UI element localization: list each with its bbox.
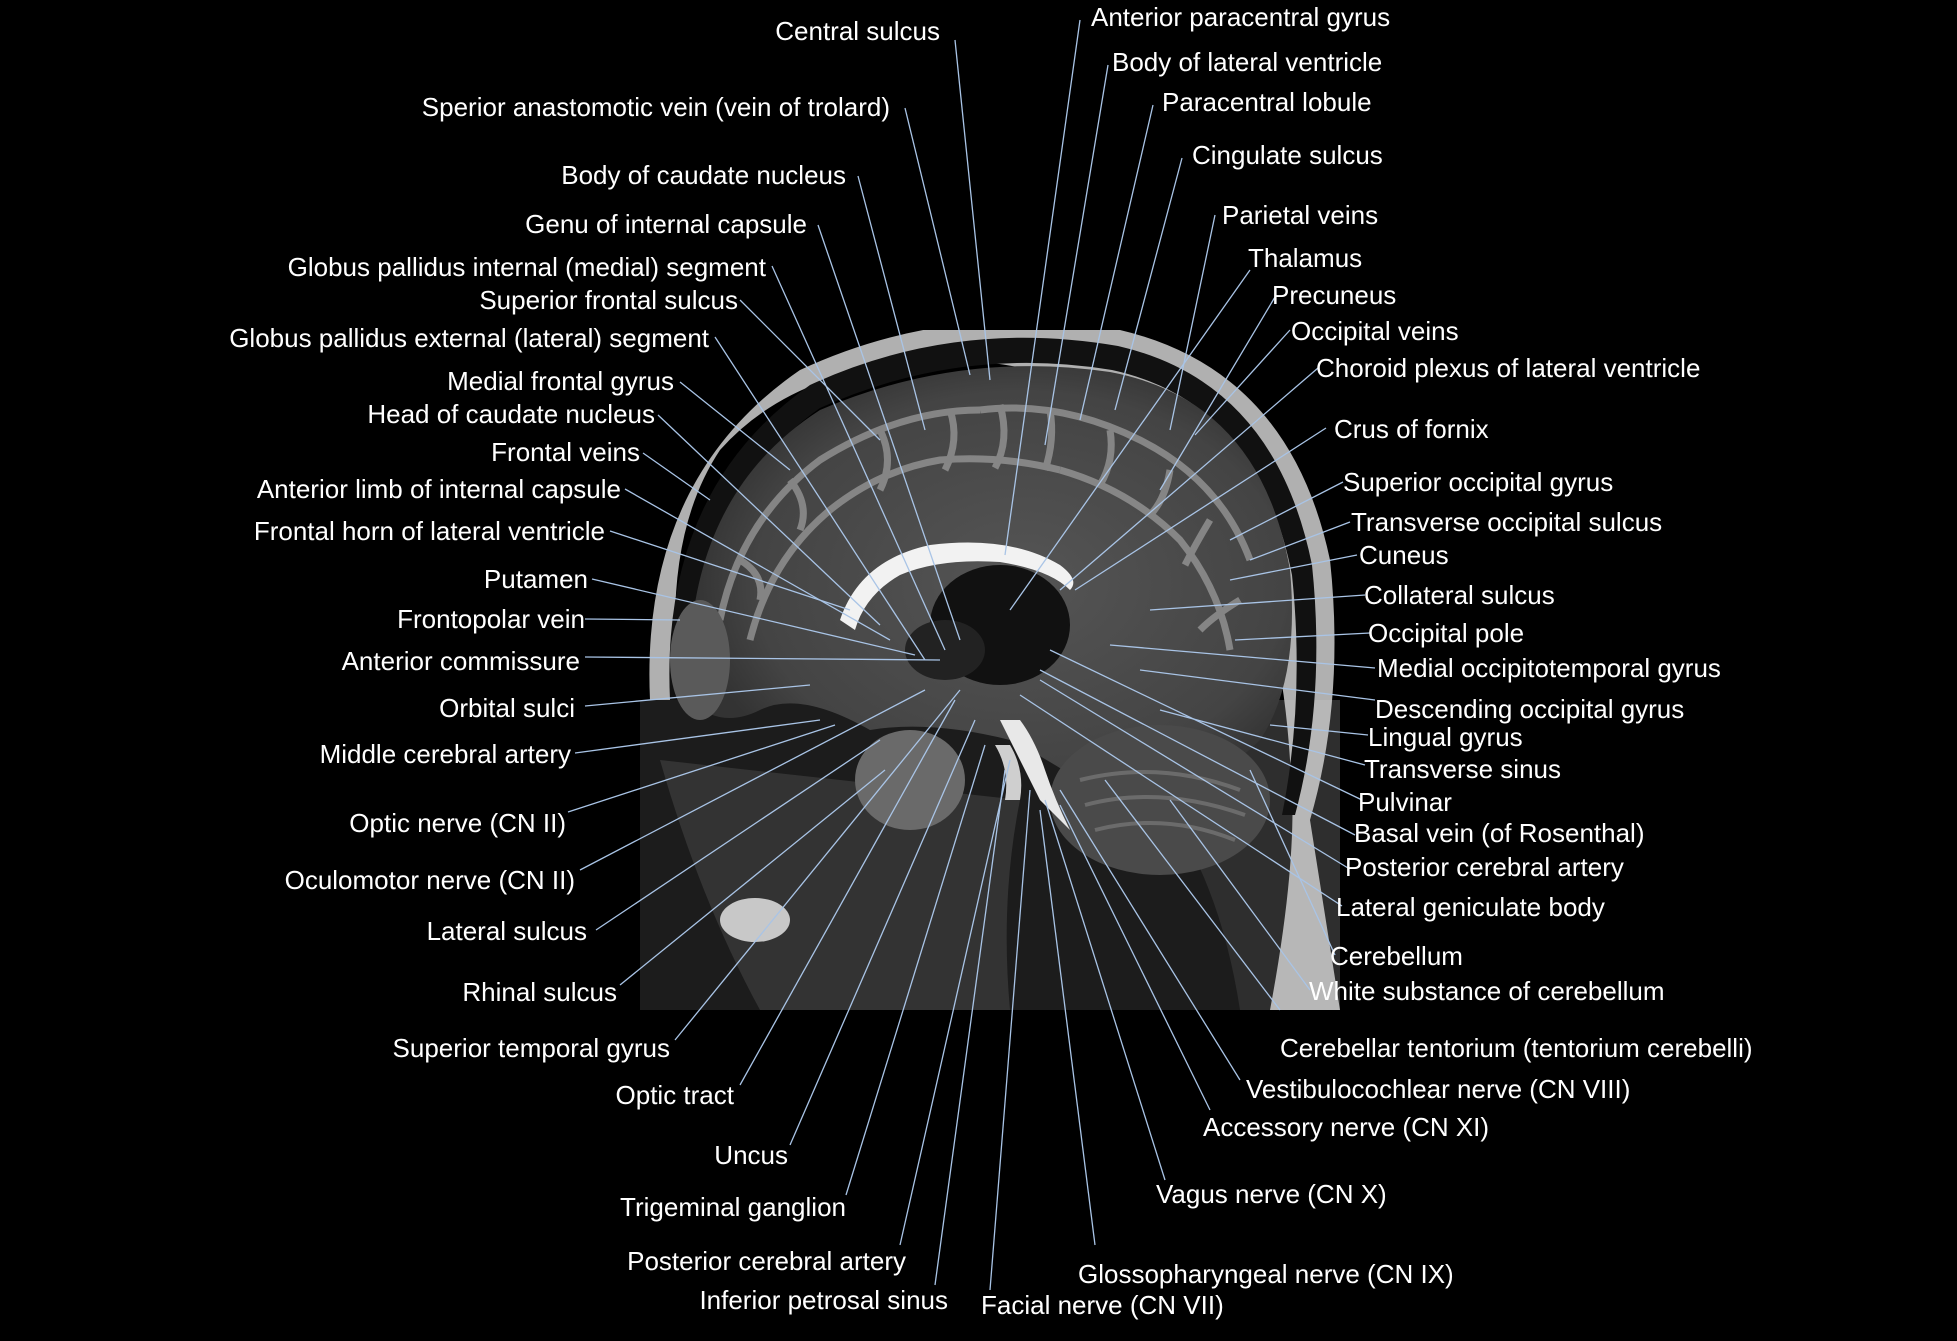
lateral-ventricle (840, 542, 1074, 630)
label-anterior-commissure: Anterior commissure (341, 646, 580, 676)
label-glossopharyngeal-nerve: Glossopharyngeal nerve (CN IX) (1078, 1259, 1454, 1289)
label-precuneus: Precuneus (1272, 280, 1397, 310)
cistern-csf (1000, 720, 1070, 830)
label-facial-nerve: Facial nerve (CN VII) (981, 1290, 1224, 1320)
label-parietal-veins: Parietal veins (1222, 200, 1379, 230)
leader-lines (567, 19, 1376, 1291)
label-anterior-limb-internal-capsule: Anterior limb of internal capsule (256, 474, 621, 504)
label-inferior-petrosal-sinus: Inferior petrosal sinus (699, 1285, 948, 1315)
label-vagus-nerve: Vagus nerve (CN X) (1156, 1179, 1387, 1209)
label-optic-tract: Optic tract (615, 1080, 734, 1110)
label-collateral-sulcus: Collateral sulcus (1364, 580, 1555, 610)
label-head-of-caudate-nucleus: Head of caudate nucleus (367, 399, 655, 429)
label-trigeminal-ganglion: Trigeminal ganglion (620, 1192, 846, 1222)
cerebellum-mass (1050, 725, 1270, 875)
label-frontal-veins: Frontal veins (491, 437, 640, 467)
label-globus-pallidus-external: Globus pallidus external (lateral) segme… (229, 323, 709, 353)
cortical-gyri (716, 404, 1254, 651)
csf-streak (995, 745, 1022, 800)
label-body-of-caudate-nucleus: Body of caudate nucleus (561, 160, 846, 190)
label-occipital-veins: Occipital veins (1291, 316, 1459, 346)
label-accessory-nerve: Accessory nerve (CN XI) (1203, 1112, 1490, 1142)
label-superior-frontal-sulcus: Superior frontal sulcus (479, 285, 738, 315)
label-crus-of-fornix: Crus of fornix (1334, 414, 1489, 444)
label-rhinal-sulcus: Rhinal sulcus (462, 977, 617, 1007)
frontal-pole (670, 600, 730, 720)
label-paracentral-lobule: Paracentral lobule (1162, 87, 1372, 117)
label-anterior-paracentral-gyrus: Anterior paracentral gyrus (1091, 2, 1391, 32)
label-uncus: Uncus (714, 1140, 788, 1170)
label-pulvinar: Pulvinar (1358, 787, 1452, 817)
label-descending-occipital-gyrus: Descending occipital gyrus (1375, 694, 1685, 724)
label-lateral-geniculate-body: Lateral geniculate body (1336, 892, 1605, 922)
label-white-substance-of-cerebellum: White substance of cerebellum (1309, 976, 1665, 1006)
orbit-bright (720, 898, 790, 942)
label-lingual-gyrus: Lingual gyrus (1368, 722, 1523, 752)
label-cerebellar-tentorium: Cerebellar tentorium (tentorium cerebell… (1280, 1033, 1753, 1063)
label-orbital-sulci: Orbital sulci (439, 693, 575, 723)
label-cingulate-sulcus: Cingulate sulcus (1192, 140, 1383, 170)
label-central-sulcus: Central sulcus (775, 16, 940, 46)
label-superior-anastomotic-vein: Sperior anastomotic vein (vein of trolar… (421, 92, 890, 122)
label-posterior-cerebral-artery-left: Posterior cerebral artery (627, 1246, 906, 1276)
label-occipital-pole: Occipital pole (1368, 618, 1525, 648)
label-cerebellum: Cerebellum (1330, 941, 1463, 971)
label-frontopolar-vein: Frontopolar vein (397, 604, 585, 634)
label-globus-pallidus-internal: Globus pallidus internal (medial) segmen… (287, 252, 766, 282)
label-medial-occipitotemporal-gyrus: Medial occipitotemporal gyrus (1377, 653, 1721, 683)
label-superior-temporal-gyrus: Superior temporal gyrus (392, 1033, 670, 1063)
label-putamen: Putamen (483, 564, 588, 594)
cerebellar-folia (1079, 770, 1246, 842)
label-posterior-cerebral-artery-right: Posterior cerebral artery (1345, 852, 1624, 882)
label-transverse-occipital-sulcus: Transverse occipital sulcus (1351, 507, 1663, 537)
label-oculomotor-nerve: Oculomotor nerve (CN II) (284, 865, 575, 895)
label-frontal-horn-lateral-ventricle: Frontal horn of lateral ventricle (253, 516, 605, 546)
label-cuneus: Cuneus (1359, 540, 1449, 570)
label-body-of-lateral-ventricle: Body of lateral ventricle (1112, 47, 1383, 77)
label-lateral-sulcus: Lateral sulcus (426, 916, 587, 946)
label-superior-occipital-gyrus: Superior occipital gyrus (1343, 467, 1614, 497)
label-vestibulocochlear-nerve: Vestibulocochlear nerve (CN VIII) (1246, 1074, 1631, 1104)
scan-image-area (640, 330, 1340, 1010)
label-transverse-sinus: Transverse sinus (1364, 754, 1561, 784)
label-middle-cerebral-artery: Middle cerebral artery (319, 739, 571, 769)
label-basal-vein-of-rosenthal: Basal vein (of Rosenthal) (1354, 818, 1645, 848)
label-medial-frontal-gyrus: Medial frontal gyrus (447, 366, 674, 396)
label-thalamus: Thalamus (1248, 243, 1363, 273)
label-choroid-plexus: Choroid plexus of lateral ventricle (1316, 353, 1701, 383)
label-genu-of-internal-capsule: Genu of internal capsule (525, 209, 807, 239)
label-optic-nerve: Optic nerve (CN II) (349, 808, 566, 838)
